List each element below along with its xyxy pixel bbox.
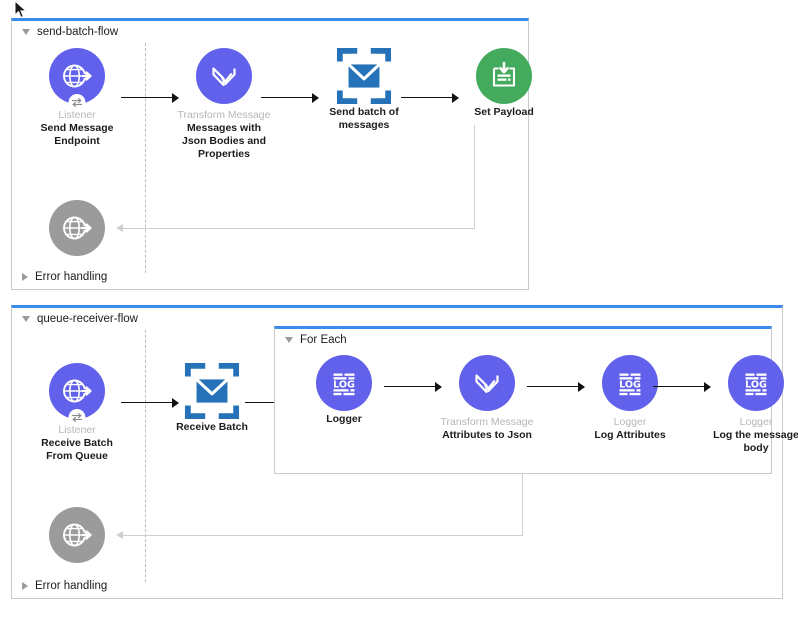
node-icon-wrap [304,48,424,104]
svg-text:LOG: LOG [745,379,767,390]
node-type-label: Listener [58,424,96,436]
node-type-label: Logger [739,416,773,428]
flow-header-send-batch-flow[interactable]: send-batch-flow [22,26,118,38]
node-name-line: Attributes to Json [442,429,532,441]
chevron-down-icon[interactable] [22,29,30,35]
node-icon-wrap [17,48,137,111]
node-receive-batch[interactable]: Receive Batch [152,363,272,434]
node-name-line: Endpoint [54,135,100,147]
connector-arrow [261,93,319,103]
flow-header-queue-receiver-flow[interactable]: queue-receiver-flow [22,313,138,325]
flow-title: queue-receiver-flow [37,313,138,325]
flow-container-send-batch-flow[interactable]: send-batch-flow [11,18,534,290]
node-icon-wrap: LOG [570,355,690,411]
transform-message-icon[interactable] [196,48,252,104]
node-icon-wrap [152,363,272,419]
node-name-line: Properties [198,148,250,160]
scope-header-for-each[interactable]: For Each [285,334,347,346]
connector-arrow [121,398,179,408]
globe-listener-icon[interactable] [49,507,105,563]
error-return-path-horizontal [122,535,522,536]
node-name-line: Messages with [186,122,262,134]
node-transform-message[interactable]: Transform Message Messages with Json Bod… [164,48,284,161]
node-logger[interactable]: LOG Logger [284,355,404,426]
node-icon-wrap: LOG [696,355,798,411]
envelope-bracket-icon[interactable] [184,363,240,419]
node-log-the-message-body[interactable]: LOG Logger Log the message body [696,355,798,455]
node-name-line: Log the message [713,429,798,441]
node-icon-wrap [17,363,137,426]
scope-title: For Each [300,334,347,346]
flow-container-queue-receiver-flow[interactable]: queue-receiver-flow [11,305,798,599]
source-divider [145,43,146,273]
scope-container-for-each[interactable]: For Each LOG [274,326,798,474]
globe-listener-icon[interactable] [49,48,105,111]
node-icon-wrap [17,507,137,563]
node-icon-wrap: LOG [284,355,404,411]
node-name-line: Json Bodies and [181,135,266,147]
connector-arrow [401,93,459,103]
error-return-path-vertical [522,474,523,536]
listener-exchange-badge [68,94,86,111]
error-handling-label: Error handling [35,271,108,283]
error-return-arrowhead [116,531,123,539]
node-name-line: Receive Batch [41,437,113,449]
node-error-handler[interactable] [17,507,137,563]
node-name-line: Send batch of [329,106,399,118]
logger-icon[interactable]: LOG [316,355,372,411]
flow-title: send-batch-flow [37,26,119,38]
chevron-down-icon[interactable] [285,337,293,343]
node-name-line: messages [338,119,390,131]
node-icon-wrap [427,355,547,411]
node-send-message-endpoint[interactable]: Listener Send Message Endpoint [17,48,137,148]
node-error-handler[interactable] [17,200,137,256]
error-return-path-horizontal [122,228,474,229]
node-receive-batch-from-queue[interactable]: Listener Receive Batch From Queue [17,363,137,463]
chevron-right-icon[interactable] [22,273,28,281]
globe-listener-icon[interactable] [49,200,105,256]
error-return-arrowhead [116,224,123,232]
node-name-line: Set Payload [474,106,534,118]
node-send-batch-of-messages[interactable]: Send batch of messages [304,48,424,132]
error-handling-toggle[interactable]: Error handling [22,271,107,283]
chevron-down-icon[interactable] [22,316,30,322]
svg-text:LOG: LOG [619,379,641,390]
node-icon-wrap [444,48,564,104]
node-icon-wrap [164,48,284,104]
source-divider [145,330,146,582]
connector-arrow [121,93,179,103]
transform-message-icon[interactable] [459,355,515,411]
envelope-bracket-icon[interactable] [336,48,392,104]
svg-text:LOG: LOG [333,379,355,390]
node-name-line: Send Message [40,122,114,134]
error-handling-label: Error handling [35,580,108,592]
node-set-payload[interactable]: Set Payload [444,48,564,119]
node-icon-wrap [17,200,137,256]
node-attributes-to-json[interactable]: Transform Message Attributes to Json [427,355,547,442]
mouse-cursor [14,0,28,20]
node-type-label: Transform Message [440,416,534,428]
node-type-label: Listener [58,109,96,121]
node-name-line: Receive Batch [176,421,248,433]
node-name-line: Log Attributes [594,429,666,441]
globe-listener-icon[interactable] [49,363,105,426]
node-name-line: Logger [326,413,362,425]
logger-icon[interactable]: LOG [602,355,658,411]
connector-arrow [384,382,442,392]
set-payload-icon[interactable] [476,48,532,104]
connector-arrow [653,382,711,392]
logger-icon[interactable]: LOG [728,355,784,411]
node-type-label: Transform Message [177,109,271,121]
node-name-line: body [743,442,769,454]
error-return-path-vertical [474,125,475,229]
node-type-label: Logger [613,416,647,428]
listener-exchange-badge [68,409,86,426]
chevron-right-icon[interactable] [22,582,28,590]
node-log-attributes[interactable]: LOG Logger Log Attributes [570,355,690,442]
node-name-line: From Queue [46,450,108,462]
error-handling-toggle[interactable]: Error handling [22,580,107,592]
connector-arrow [527,382,585,392]
